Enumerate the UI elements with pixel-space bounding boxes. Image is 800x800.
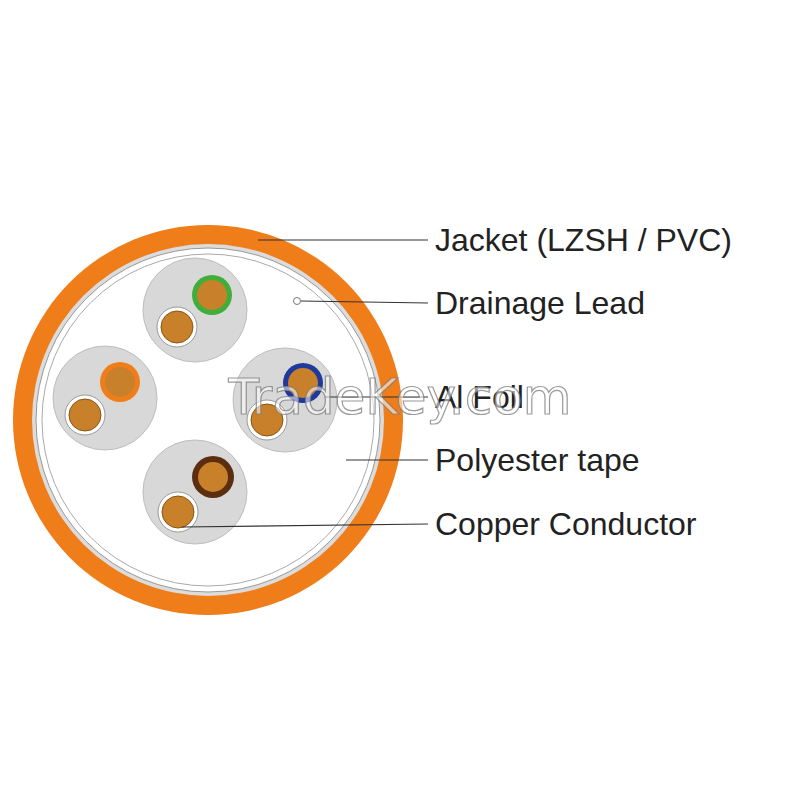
jacket-label: Jacket (LZSH / PVC)	[435, 222, 732, 258]
pair-green	[143, 258, 247, 362]
copper-conductor-label: Copper Conductor	[435, 506, 696, 542]
pair-orange	[53, 346, 157, 450]
drainage-lead	[294, 298, 301, 305]
pair-brown	[143, 440, 247, 544]
watermark: TradeKey.com	[228, 369, 571, 425]
drainage-lead-label: Drainage Lead	[435, 285, 645, 321]
polyester-tape-label: Polyester tape	[435, 442, 640, 478]
